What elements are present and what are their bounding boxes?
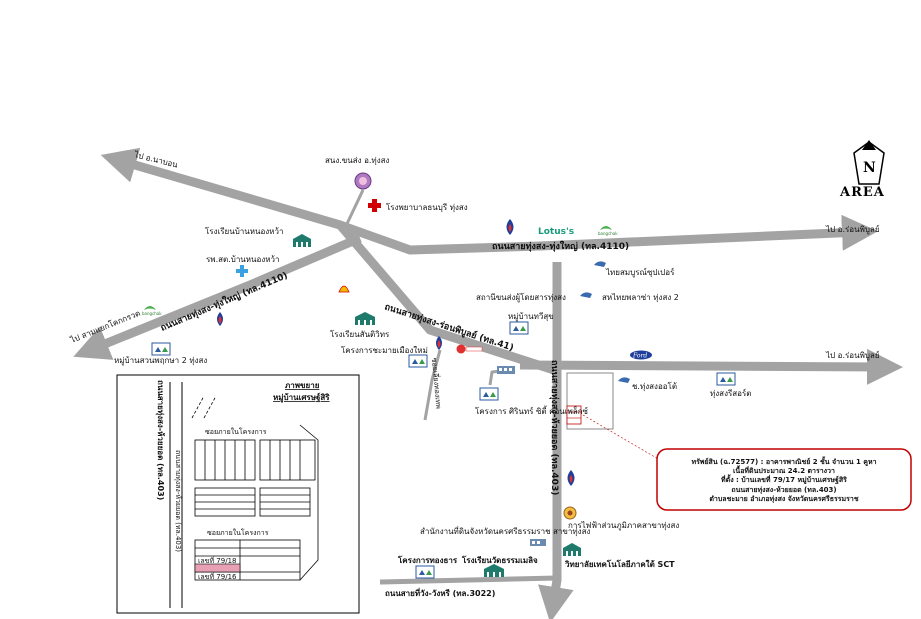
compass-arrow-icon [862, 140, 876, 150]
inset-soi-top: ซอยภายในโครงการ [205, 427, 267, 436]
road-label-4110-east: ถนนสายทุ่งสง-ทุ่งใหญ่ (ทล.4110) [492, 240, 629, 252]
village-house-icon-thawee [509, 321, 529, 335]
clinic-cross-icon [236, 265, 248, 277]
road-label-3022: ถนนสายที่วัง-วังหรี (ทล.3022) [385, 587, 495, 598]
label-project-thongthan: โครงการทองธาร [397, 555, 458, 565]
road-network [73, 147, 903, 619]
label-thungsong-auto: ช.ทุ่งสงออโต้ [632, 381, 677, 391]
infobox-line-5: ตำบลชะมาย อำเภอทุ่งสง จังหวัดนครศรีธรรมร… [709, 495, 858, 503]
bus-icon [497, 366, 515, 374]
label-project-muangmai: โครงการชะมายเมืองใหม่ [341, 345, 428, 355]
label-clinic-nongwa: รพ.สต.บ้านหนองหว้า [206, 255, 279, 264]
school-icon-santivit [355, 312, 375, 325]
ptt-station-icon-top [506, 219, 514, 235]
dest-ron-phibun-mid: ไป อ.ร่อนพิบูลย์ [825, 350, 880, 361]
resort-house-icon [716, 372, 736, 386]
road-41-east [519, 348, 903, 385]
dest-ron-phibun-top: ไป อ.ร่อนพิบูลย์ [825, 224, 880, 235]
ptt-station-icon-south [567, 470, 575, 486]
project-house-icon-thongthan [415, 565, 435, 579]
school-icon-watthamma [484, 564, 504, 577]
ptt-station-icon-41 [436, 336, 442, 350]
hospital-cross-icon [368, 199, 381, 212]
road-3022 [379, 575, 558, 585]
property-marker [566, 405, 582, 425]
project-house-icon-sirin [479, 387, 499, 401]
infobox-line-2: เนื้อที่ดินประมาณ 24.2 ตารางวา [733, 464, 835, 475]
label-land-office: สำนักงานที่ดินจังหวัดนครศรีธรรมราช สาขาท… [420, 525, 590, 536]
label-thai-supermarket: ไทยสมบูรณ์ซุปเปอร์ [605, 267, 675, 278]
property-infobox: ทรัพย์สิน (ฉ.72577) : อาคารพาณิชย์ 2 ชั้… [656, 448, 912, 511]
land-office-bus-icon [530, 539, 546, 546]
auto-cart-icon [618, 377, 630, 383]
school-icon [293, 234, 311, 247]
svg-text:bangchak: bangchak [142, 311, 162, 316]
ford-logo-text: Ford [632, 353, 647, 360]
sahathai-cart-icon [580, 292, 592, 298]
bangchak-station-icon: bangchak [142, 306, 162, 316]
infobox-line-1: ทรัพย์สิน (ฉ.72577) : อาคารพาณิชย์ 2 ชั้… [691, 455, 876, 467]
infobox-line-4: ถนนสายทุ่งสง-ห้วยยอด (ทล.403) [731, 485, 836, 494]
inset-title-2: หมู่บ้านเศรษฐ์สิริ [273, 392, 330, 403]
compass-letter: N [863, 160, 876, 176]
project-house-icon [408, 354, 428, 368]
label-project-sirin-text: โครงการ ศิรินทร์ ซิตี้ คอนเพล็กซ์ [475, 405, 589, 416]
shell-station-icon [338, 285, 350, 293]
village-house-icon [151, 342, 171, 356]
label-tech-college: วิทยาลัยเทคโนโลยีภาคใต้ SCT [564, 559, 675, 569]
road-to-health-office [343, 189, 365, 229]
inset-title-1: ภาพขยาย [285, 381, 320, 390]
ptt-station-icon [217, 312, 223, 326]
caltex-station-icon [456, 344, 483, 354]
svg-text:bangchak: bangchak [598, 231, 618, 236]
inset-highlight-lot [194, 563, 241, 573]
label-thungsong-agri: ทุ่งสงรีสอร์ต [710, 388, 751, 398]
label-village-thawee: หมู่บ้านทวีสุข [508, 312, 554, 322]
inset-map: ภาพขยาย หมู่บ้านเศรษฐ์สิริ ถนนสายทุ่งสง-… [116, 374, 360, 614]
label-hospital: โรงพยาบาลธนบุรี ทุ่งสง [386, 202, 468, 212]
ford-logo-icon: Ford [630, 350, 652, 360]
label-health-office: สนง.ขนส่ง อ.ทุ่งสง [325, 156, 389, 165]
label-school-santivit: โรงเรียนสันติวิทร [330, 329, 390, 339]
inset-road-vertical: ถนนสายทุ่งสง-ห้วยยอด (ทล.403) [155, 380, 166, 500]
compass-word: AREA [839, 185, 885, 200]
infobox-line-3: ที่ตั้ง : บ้านเลขที่ 79/17 หมู่บ้านเศรษฐ… [721, 473, 848, 485]
label-pea-office: การไฟฟ้าส่วนภูมิภาคสาขาทุ่งสง [568, 521, 679, 531]
property-pointer [582, 414, 661, 461]
inset-house-1: เลขที่ 79/18 [198, 556, 236, 565]
inset-road-vertical-2: ถนนสายทุ่งสง-ห้วยยอด (ทล.403) [174, 450, 182, 552]
bangchak-station-icon-top: bangchak [598, 226, 618, 236]
road-soi-tho [423, 349, 442, 421]
road-4110-east [338, 214, 878, 255]
lotus-logo: Lotus's [538, 227, 574, 237]
inset-lots [194, 424, 319, 581]
label-project-sirin: โครงการ ศิรินทร์ ซิตี้ คอนเพล็กซ์ [475, 405, 589, 416]
label-bus-station: สถานีขนส่งผู้โดยสารทุ่งสง [476, 292, 566, 303]
inset-soi-bottom: ซอยภายในโครงการ [207, 528, 269, 537]
health-office-seal-icon [354, 172, 372, 190]
college-icon [563, 543, 581, 556]
supermarket-cart-icon [594, 261, 606, 267]
label-land-office-1: สำนักงานที่ดินจังหวัดนครศรีธรรมราช สาขาท… [420, 525, 590, 536]
label-school-nongwa: โรงเรียนบ้านหนองหว้า [205, 226, 283, 236]
pea-seal-icon [563, 506, 577, 520]
road-to-na-bon [100, 147, 562, 377]
road-4110-west [73, 233, 362, 360]
road-label-4110-west: ถนนสายทุ่งสง-ทุ่งใหญ่ (ทล.4110) [158, 269, 289, 334]
road-label-403: ถนนสายทุ่งสง-ห้วยยอด (ทล.403) [549, 360, 560, 495]
compass: N AREA [839, 140, 885, 200]
label-village-suanphrueksa: หมู่บ้านสวนพฤกษา 2 ทุ่งสง [114, 356, 207, 366]
label-sahathai-plaza: สหไทยพลาซ่า ทุ่งสง 2 [602, 293, 679, 302]
inset-house-2: เลขที่ 79/16 [198, 572, 237, 581]
label-school-watthamma: โรงเรียนวัดธรรมเมลิจ [461, 555, 538, 565]
